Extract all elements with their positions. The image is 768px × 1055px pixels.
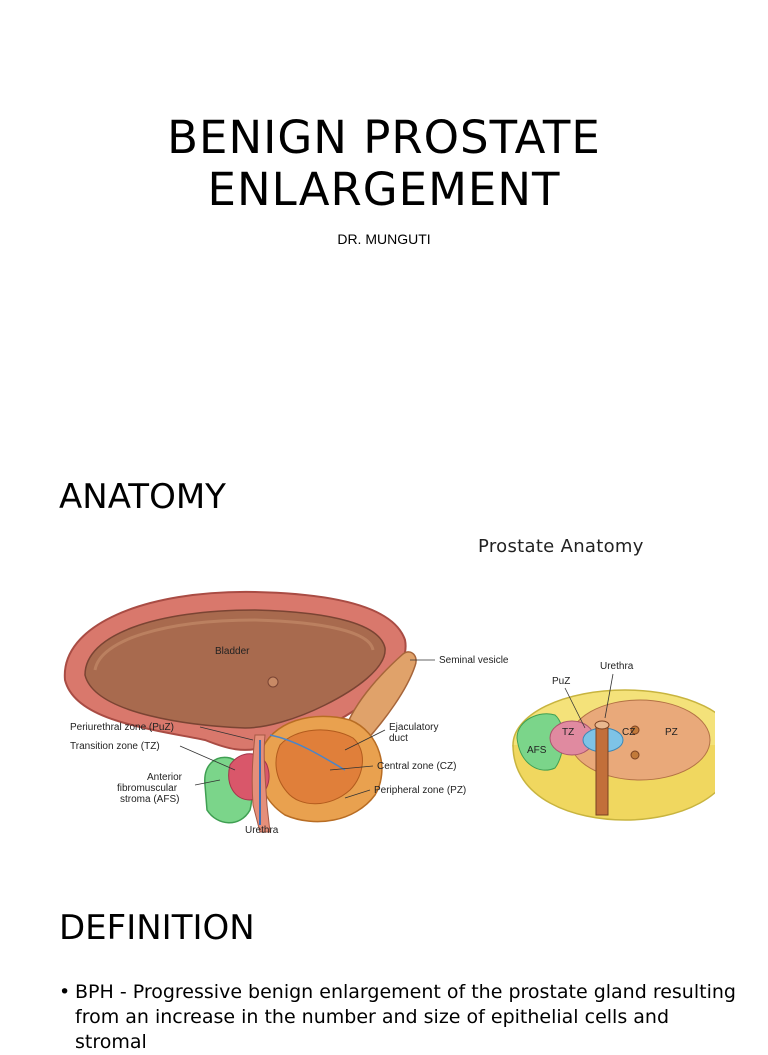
label-puz: PuZ <box>552 676 570 687</box>
sagittal-view <box>63 590 417 833</box>
prostate-anatomy-illustration: Bladder Seminal vesicle Ejaculatory duct… <box>63 590 715 836</box>
label-afs-3: stroma (AFS) <box>120 794 179 805</box>
label-transition-zone: Transition zone (TZ) <box>70 741 160 752</box>
title-slide: BENIGN PROSTATE ENLARGEMENT DR. MUNGUTI <box>0 0 768 400</box>
cross-section-view: Urethra PuZ TZ CZ PZ AFS <box>512 661 715 821</box>
label-seminal-vesicle: Seminal vesicle <box>439 655 509 666</box>
label-central-zone: Central zone (CZ) <box>377 761 456 772</box>
label-bladder: Bladder <box>215 646 250 657</box>
label-peripheral-zone: Peripheral zone (PZ) <box>374 785 466 796</box>
slide-subtitle: DR. MUNGUTI <box>337 231 431 247</box>
definition-bullets: • BPH - Progressive benign enlargement o… <box>59 980 739 1055</box>
title-line-2: ENLARGEMENT <box>207 163 561 216</box>
label-afs: AFS <box>527 745 547 756</box>
definition-slide: DEFINITION • BPH - Progressive benign en… <box>0 880 768 1053</box>
bullet-text-line-1: BPH - Progressive benign enlargement of … <box>75 981 736 1003</box>
anatomy-heading: ANATOMY <box>59 477 226 517</box>
label-cz: CZ <box>622 727 635 738</box>
list-item: • BPH - Progressive benign enlargement o… <box>59 980 739 1055</box>
slide-title: BENIGN PROSTATE ENLARGEMENT <box>0 112 768 216</box>
label-pz: PZ <box>665 727 678 738</box>
anatomy-slide: ANATOMY Prostate Anatomy <box>0 440 768 860</box>
label-afs-2: fibromuscular <box>117 783 178 794</box>
definition-heading: DEFINITION <box>59 908 255 948</box>
title-line-1: BENIGN PROSTATE <box>167 111 601 164</box>
figure-title: Prostate Anatomy <box>478 536 644 557</box>
label-periurethral-zone: Periurethral zone (PuZ) <box>70 722 174 733</box>
sagittal-labels: Bladder Seminal vesicle Ejaculatory duct… <box>70 646 509 836</box>
label-afs-1: Anterior <box>147 772 183 783</box>
bullet-icon: • <box>59 981 71 1003</box>
bullet-text-line-2: from an increase in the number and size … <box>75 1006 670 1053</box>
label-urethra-left: Urethra <box>245 825 279 836</box>
label-ejaculatory-1: Ejaculatory <box>389 722 438 733</box>
label-urethra-right: Urethra <box>600 661 634 672</box>
label-ejaculatory-2: duct <box>389 733 408 744</box>
label-tz: TZ <box>562 727 574 738</box>
